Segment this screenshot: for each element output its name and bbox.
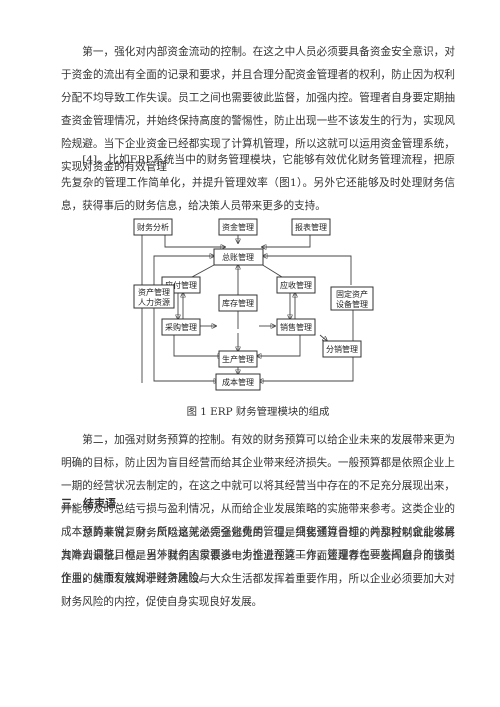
box-finance-analysis: 财务分析 [133,218,173,236]
box-sales: 销售管理 [276,318,316,336]
paragraph-budget-control: 第二，加强对财务预算的控制。有效的财务预算可以给企业未来的发展带来更为明确的目标… [61,434,455,584]
svg-text:库存管理: 库存管理 [222,298,254,308]
box-fixed-asset: 固定资产 设备管理 [330,286,374,311]
svg-text:成本管理: 成本管理 [222,377,254,387]
svg-text:人力资源: 人力资源 [138,297,170,307]
erp-module-diagram: 财务分析 资金管理 报表管理 总账管理 应付管理 应收管理 库存管理 资产管理 … [133,218,374,391]
paragraph-erp-module: [4]。比如ERP系统当中的财务管理模块，它能够有效优化财务管理流程，把原先复杂… [61,154,455,212]
paragraph-fund-control: 第一，强化对内部资金流动的控制。在这之中人员必须要具备资金安全意识，对于资金的流… [61,46,455,173]
paragraph-conclusion: 总的来说，财务风险是无法完全避免的，但是只要通过合理的内部控制就能够将其降到最低… [61,527,455,608]
svg-text:销售管理: 销售管理 [280,322,312,332]
svg-text:资金管理: 资金管理 [222,222,254,232]
svg-text:资产管理: 资产管理 [138,287,170,297]
box-asset-hr: 资产管理 人力资源 [133,284,175,309]
svg-text:固定资产: 固定资产 [336,289,368,299]
box-distribution: 分销管理 [322,340,362,358]
figure-caption: 图 1 ERP 财务管理模块的组成 [186,406,330,418]
box-inventory: 库存管理 [218,294,258,312]
svg-text:设备管理: 设备管理 [336,299,368,309]
svg-text:应收管理: 应收管理 [280,280,312,290]
section-heading-conclusion: 三、结束语 [61,497,116,510]
box-production: 生产管理 [218,350,258,368]
box-report-management: 报表管理 [291,218,331,236]
svg-text:生产管理: 生产管理 [222,354,254,364]
box-purchase: 采购管理 [161,318,201,336]
svg-text:分销管理: 分销管理 [326,344,358,354]
svg-text:采购管理: 采购管理 [165,322,197,332]
svg-text:报表管理: 报表管理 [295,222,327,232]
box-cost: 成本管理 [215,373,261,391]
svg-text:财务分析: 财务分析 [137,222,169,232]
svg-text:总账管理: 总账管理 [222,252,254,262]
box-fund-management: 资金管理 [218,218,258,236]
svg-text:应付管理: 应付管理 [165,280,197,290]
box-general-ledger: 总账管理 [213,248,264,266]
box-receivable: 应收管理 [276,276,316,294]
